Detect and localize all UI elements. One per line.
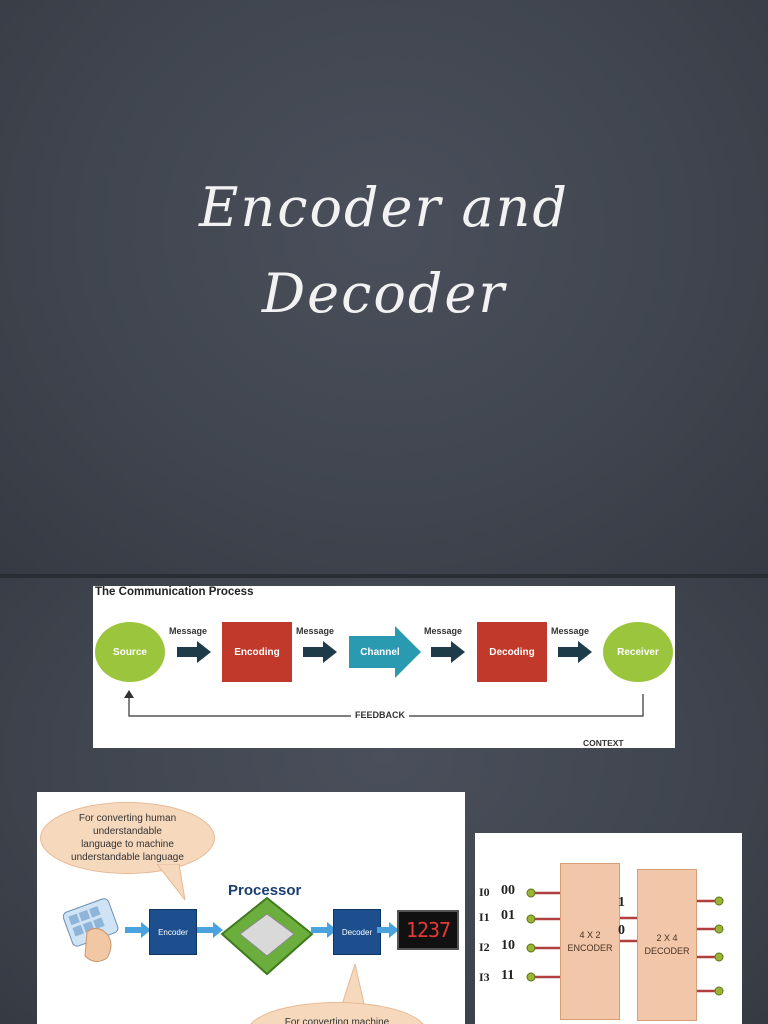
input-label: I3 [479, 970, 490, 984]
output-bit: 0 [618, 923, 625, 938]
output-bit: 1 [618, 895, 625, 910]
context-label: CONTEXT [583, 738, 624, 748]
processor-label: Processor [228, 882, 302, 899]
encoder-block-line: ENCODER [567, 942, 613, 953]
encoder-decoder-diagram: I0 00 I1 01 I2 10 I3 11 4 X 2 ENCODER 1 … [475, 833, 742, 1024]
speech-bubble-bottom: For converting machine [247, 1002, 427, 1024]
slide-separator [0, 574, 768, 578]
message-label-1: Message [169, 626, 208, 636]
arrow-icon [558, 641, 592, 663]
speech-bubble-top: For converting human understandable lang… [40, 802, 215, 874]
digital-display: 1237 [397, 910, 459, 950]
bubble-text-line: understandable [93, 826, 162, 837]
communication-process-diagram: The Communication Process Source Message… [93, 586, 675, 748]
decoder-block: 2 X 4 DECODER [637, 869, 697, 1021]
slide-title-line2: Decoder [261, 262, 507, 325]
decoder-block-line: 2 X 4 [656, 933, 678, 943]
encoder-block: 4 X 2 ENCODER [560, 863, 620, 1020]
message-label-3: Message [424, 626, 463, 636]
input-label: I0 [479, 885, 490, 899]
keyboard-hand-icon [63, 898, 119, 962]
receiver-node: Receiver [603, 622, 673, 682]
decoder-block-line: DECODER [644, 946, 690, 956]
input-label: I1 [479, 910, 490, 924]
decoder-box: Decoder [333, 909, 381, 955]
circuit-wires [526, 888, 724, 996]
input-label: I2 [479, 940, 490, 954]
encoder-block-line: 4 X 2 [579, 929, 601, 940]
message-label-4: Message [551, 626, 590, 636]
source-node: Source [95, 622, 165, 682]
channel-label: Channel [360, 646, 400, 658]
processor-figure: For converting human understandable lang… [37, 792, 465, 1024]
title-slide: Encoder and Decoder [0, 0, 768, 574]
input-bits: 00 [501, 883, 515, 898]
bubble-tail [340, 964, 366, 1008]
processor-chip-icon [220, 896, 314, 976]
channel-arrow-icon [349, 626, 421, 678]
diagram-title: The Communication Process [95, 586, 254, 598]
arrow-icon [177, 641, 211, 663]
bubble-text-line: language to machine [81, 839, 174, 850]
decoding-node: Decoding [477, 622, 547, 682]
arrow-icon [377, 922, 399, 938]
feedback-loop-line [124, 690, 644, 717]
input-bits: 01 [501, 908, 515, 923]
bubble-text-line: For converting human [78, 813, 177, 824]
arrow-icon [303, 641, 337, 663]
arrow-icon [197, 922, 223, 938]
bubble-tail [157, 864, 186, 901]
feedback-label: FEEDBACK [351, 710, 410, 720]
encoding-node: Encoding [222, 622, 292, 682]
encoder-box: Encoder [149, 909, 197, 955]
arrow-icon [125, 922, 151, 938]
input-bits: 10 [501, 938, 515, 953]
slide-title: Encoder and Decoder [0, 165, 768, 337]
message-label-2: Message [296, 626, 335, 636]
input-bits: 11 [501, 968, 515, 983]
arrow-icon [311, 922, 337, 938]
slide-title-line1: Encoder and [199, 176, 569, 239]
arrow-icon [431, 641, 465, 663]
bubble-text-line: understandable language [71, 852, 184, 863]
